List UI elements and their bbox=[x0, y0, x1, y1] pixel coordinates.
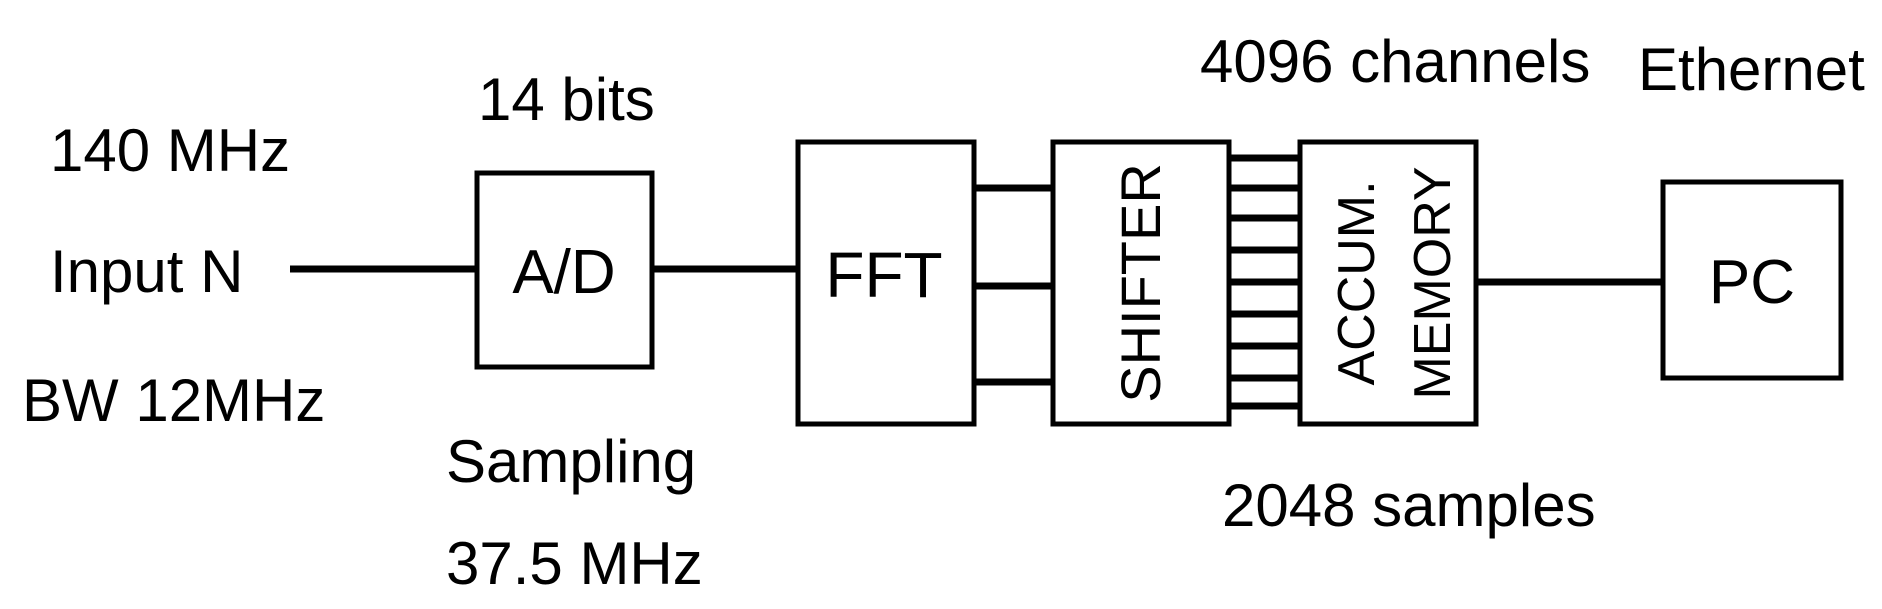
fft-to-shifter-bus bbox=[974, 184, 1053, 386]
fft-block bbox=[795, 139, 977, 427]
accum-samples-label: 2048 samples bbox=[1222, 472, 1596, 539]
adc-sampling-label: Sampling bbox=[446, 428, 696, 495]
fft-block-label: FFT bbox=[825, 239, 942, 311]
adc-sampling-rate-label: 37.5 MHz bbox=[446, 530, 703, 597]
input-bandwidth-label: BW 12MHz bbox=[22, 367, 325, 434]
accum-block-label-line1: ACCUM. bbox=[1328, 180, 1386, 385]
shifter-block bbox=[1050, 139, 1232, 427]
pc-block bbox=[1660, 179, 1844, 381]
shifter-block-label: SHIFTER bbox=[1109, 163, 1172, 403]
input-name-label: Input N bbox=[50, 238, 243, 305]
accum-channels-label: 4096 channels bbox=[1200, 28, 1590, 95]
accum-block-label-line2: MEMORY bbox=[1404, 166, 1462, 399]
shifter-to-accum-bus bbox=[1229, 154, 1300, 410]
adc-block-label: A/D bbox=[512, 238, 615, 307]
adc-bits-label: 14 bits bbox=[478, 66, 655, 133]
pc-link-label: Ethernet bbox=[1638, 36, 1865, 103]
input-frequency-label: 140 MHz bbox=[50, 117, 290, 184]
pc-block-label: PC bbox=[1709, 248, 1795, 317]
